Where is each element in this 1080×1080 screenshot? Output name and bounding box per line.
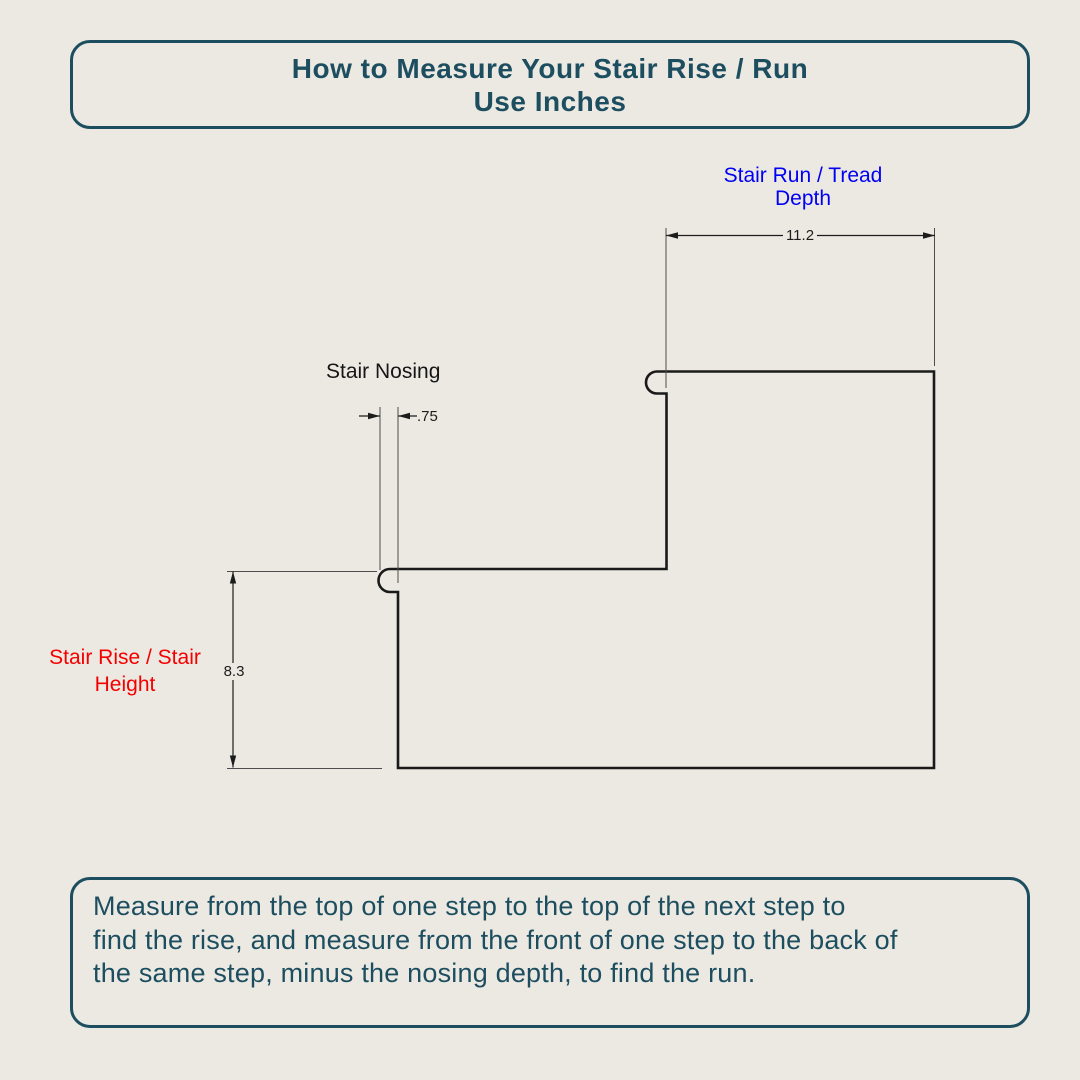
arrow-rise-down bbox=[229, 755, 237, 768]
stair-rise-label: Stair Rise / Stair Height bbox=[25, 644, 225, 698]
stair-nosing-label: Stair Nosing bbox=[326, 360, 441, 383]
instruction-line1: Measure from the top of one step to the … bbox=[93, 891, 846, 921]
stair-rise-label-line1: Stair Rise / Stair bbox=[49, 646, 201, 669]
run-measurement-value: 11.2 bbox=[782, 227, 818, 244]
stair-outline bbox=[377, 370, 936, 770]
page-title: How to Measure Your Stair Rise / Run bbox=[291, 52, 809, 84]
rise-measurement-value: 8.3 bbox=[220, 663, 248, 680]
arrow-run-left bbox=[666, 232, 678, 239]
instruction-line2: find the rise, and measure from the fron… bbox=[93, 924, 898, 955]
stair-rise-label-line2: Height bbox=[94, 673, 156, 696]
page-subtitle: Use Inches bbox=[473, 85, 627, 117]
stair-run-label: Stair Run / Tread Depth bbox=[667, 164, 939, 210]
instruction-line3: the same step, minus the nosing depth, t… bbox=[93, 958, 756, 988]
instruction-box: Measure from the top of one step to the … bbox=[70, 877, 1030, 1028]
arrow-run-right bbox=[923, 232, 935, 239]
nosing-measurement-value: .75 bbox=[417, 408, 438, 425]
title-box: How to Measure Your Stair Rise / Run Use… bbox=[70, 40, 1030, 129]
arrow-nosing-left bbox=[398, 412, 410, 420]
stair-run-label-line1: Stair Run / Tread bbox=[723, 164, 883, 187]
arrow-rise-up bbox=[229, 571, 237, 584]
arrow-nosing-right bbox=[368, 412, 380, 420]
stair-run-label-line2: Depth bbox=[774, 187, 832, 210]
